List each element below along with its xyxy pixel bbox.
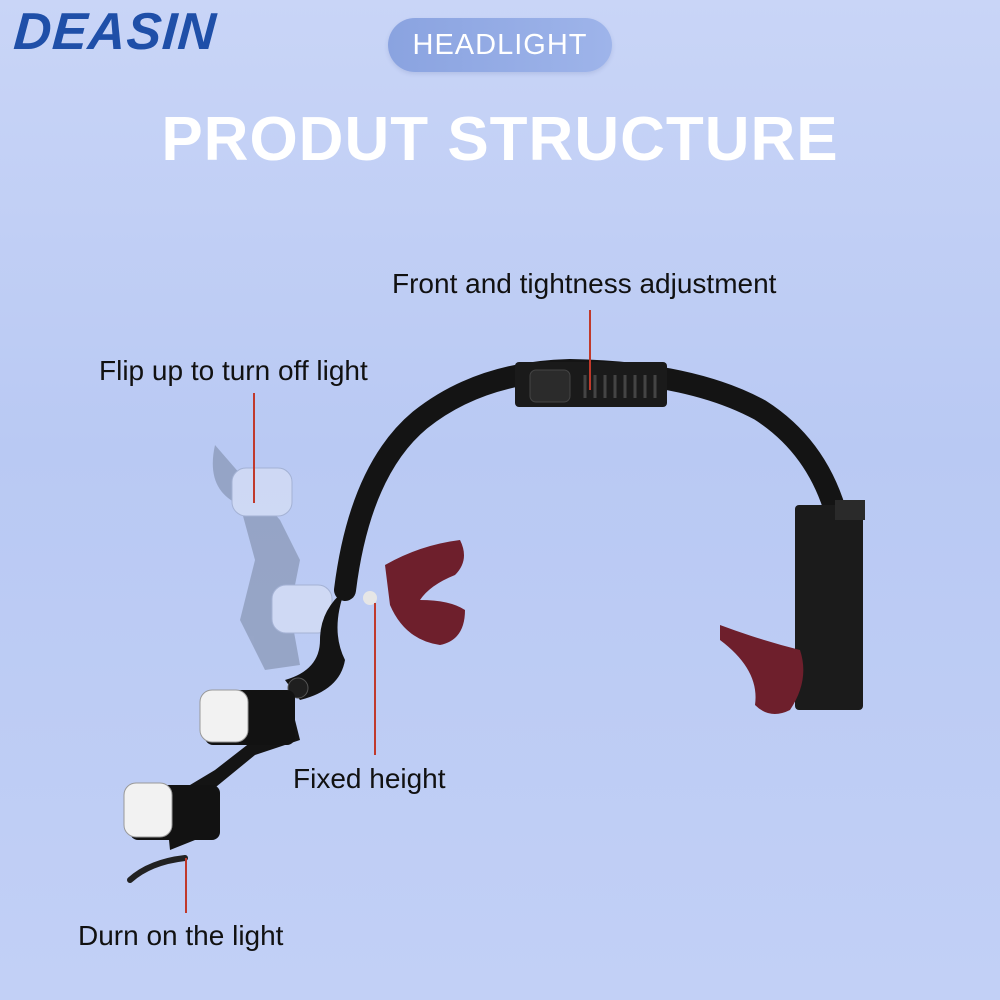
callout-fixed-height: Fixed height [293,763,446,794]
leader-fixed-height [374,603,376,755]
category-pill-label: HEADLIGHT [412,29,588,61]
battery-box [795,505,863,710]
ear-pad-left [385,540,465,645]
hinge-arm [285,590,345,700]
callout-flip-up: Flip up to turn off light [99,355,368,386]
callout-front-adjust: Front and tightness adjustment [392,268,777,299]
callout-turn-on: Durn on the light [78,920,284,951]
flipped-lamp-ghost [212,445,333,670]
lamp-lever [127,855,188,883]
ear-pad-right [720,625,804,714]
leader-front-adjust [589,310,591,390]
leader-flip-up [253,393,255,503]
category-pill: HEADLIGHT [388,18,612,72]
leader-turn-on [185,858,187,913]
page-title: PRODUT STRUCTURE [161,105,839,174]
